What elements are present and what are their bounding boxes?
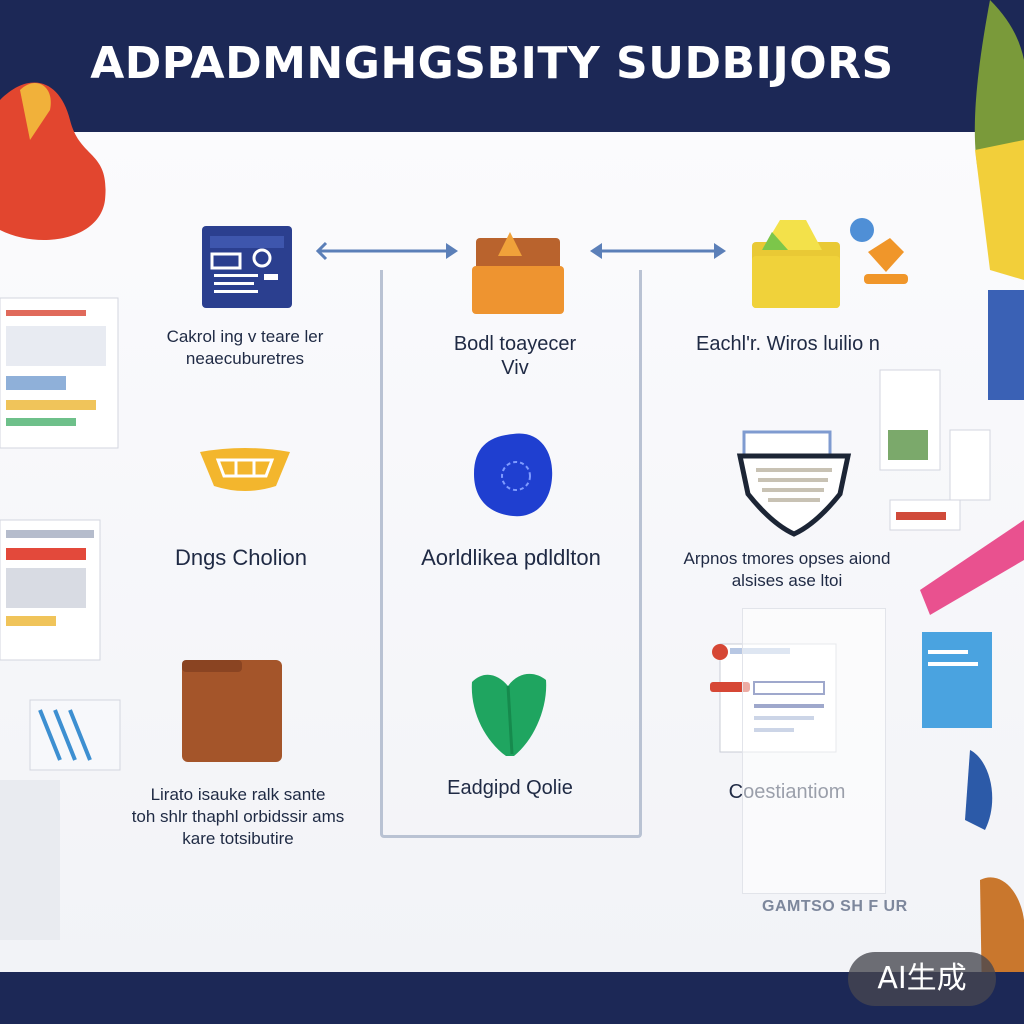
- header-banner: ADPADMNGHGSBITY SUDBIJORS: [0, 0, 1024, 132]
- node-label-chalice: Dngs Cholion: [174, 545, 308, 570]
- right-decoration: [879, 0, 1024, 1000]
- arrow-report-to-folder: [315, 241, 458, 261]
- yellow-folder-icon: [752, 220, 840, 308]
- node-label-report: Cakrol ing v teare ler neaecuburetres: [166, 327, 324, 368]
- node-label-blue-apple: Aorldlikea pdldlton: [421, 545, 601, 570]
- node-label-folder: Bodl toayecer Viv: [453, 333, 577, 379]
- stamp-text: GAMTSO SH F UR: [762, 898, 908, 915]
- arrow-folder-to-yellow-folder: [590, 243, 726, 259]
- shield-document-icon: [736, 430, 852, 537]
- node-label-green-leaf: Eadgipd Qolie: [447, 777, 573, 799]
- brown-folder-icon: [182, 660, 282, 762]
- ai-generated-badge: AI生成: [848, 952, 996, 1006]
- right-paper-card: [742, 608, 886, 894]
- left-decoration: [0, 82, 121, 940]
- node-label-shield: Arpnos tmores opses aiond alsises ase lt…: [683, 549, 891, 590]
- robot-arm-icon: [850, 218, 908, 284]
- diagram-title: ADPADMNGHGSBITY SUDBIJORS: [90, 38, 894, 89]
- blue-apple-icon: [474, 433, 553, 517]
- report-document-icon: [202, 226, 292, 308]
- node-label-brown-folder: Lirato isauke ralk sante toh shlr thaphl…: [131, 785, 345, 848]
- node-label-yellow-folder: Eachl'r. Wiros luilio n: [696, 333, 880, 355]
- yellow-tray-icon: [200, 448, 290, 491]
- central-panel: [380, 270, 642, 838]
- green-leaf-icon: [471, 673, 547, 756]
- orange-folder-icon: [472, 232, 564, 314]
